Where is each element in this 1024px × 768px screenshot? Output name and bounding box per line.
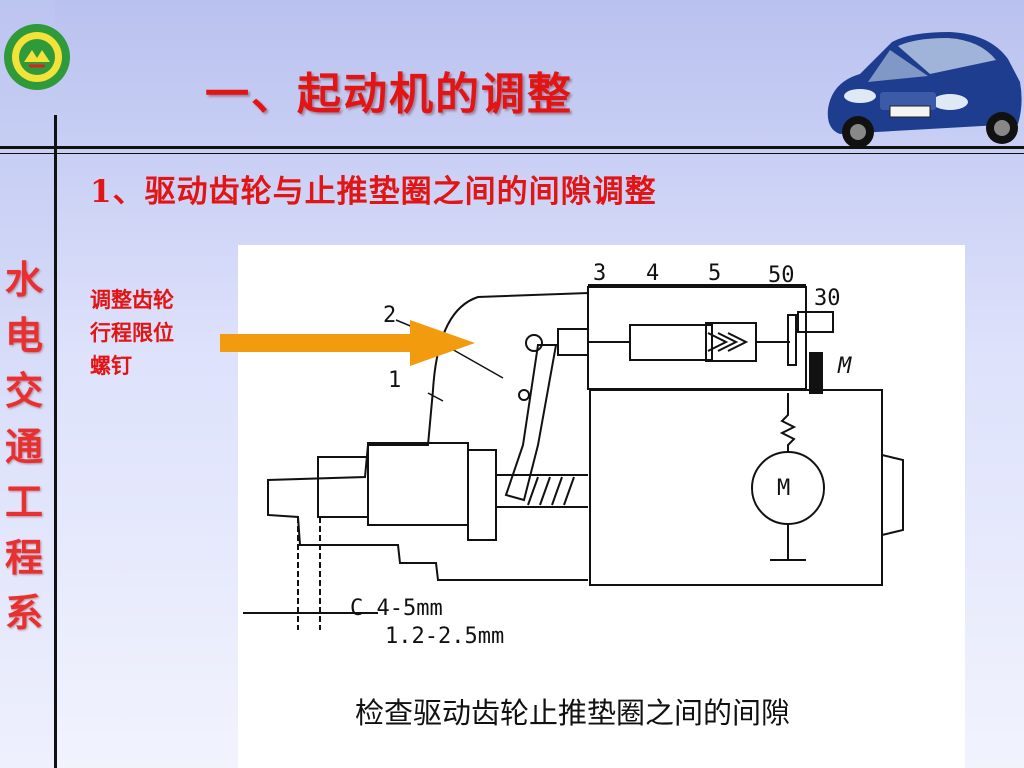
side-band	[0, 0, 55, 768]
plunger	[629, 324, 713, 361]
terminal-label-50: 50	[768, 263, 795, 288]
side-char: 通	[4, 423, 43, 469]
car-photo-icon	[827, 32, 1022, 148]
terminal-label-30: 30	[814, 286, 841, 311]
orange-arrow-icon	[220, 320, 475, 366]
side-char: 交	[4, 368, 43, 413]
lever-pin	[525, 334, 543, 352]
terminal-label-m: M	[837, 354, 852, 379]
shift-lever	[504, 344, 558, 502]
diagram-caption: 检查驱动齿轮止推垫圈之间的间隙	[355, 696, 791, 730]
armature-shaft	[496, 474, 588, 508]
part-label-5: 5	[708, 261, 721, 286]
header-rule	[0, 146, 1024, 149]
part-label-4: 4	[646, 261, 659, 286]
shaft-splines	[527, 476, 575, 506]
department-vertical-label: 水 电 交 通 工 程 系	[2, 252, 46, 641]
dimension-label-2: 1.2-2.5mm	[385, 624, 504, 649]
spring-coils	[707, 332, 749, 352]
part-label-1: 1	[388, 368, 401, 393]
starter-diagram-svg: 1 2 3 4 5 50 30 M M C 4-5mm 1.2-2.5mm	[243, 261, 904, 649]
adjust-screw	[557, 328, 589, 356]
motor-end-cap	[881, 454, 904, 536]
side-char: 水	[4, 257, 43, 302]
part-label-3: 3	[593, 261, 606, 286]
motor-label: M	[777, 476, 790, 501]
callout-line: 调整齿轮	[90, 288, 174, 312]
motor-body	[589, 389, 883, 586]
page-title: 一、起动机的调整	[205, 69, 573, 120]
front-housing-outline	[267, 389, 588, 581]
starter-diagram: 1 2 3 4 5 50 30 M M C 4-5mm 1.2-2.5mm	[238, 245, 965, 768]
dimension-label-1: C 4-5mm	[350, 596, 443, 621]
adjust-screw-callout: 调整齿轮 行程限位 螺钉	[90, 284, 215, 383]
terminal-30	[797, 311, 834, 333]
page-subtitle: 1、驱动齿轮与止推垫圈之间的间隙调整	[90, 174, 657, 210]
spring-5	[705, 322, 757, 362]
school-logo-icon	[4, 24, 70, 90]
drive-pinion	[367, 442, 469, 526]
header-rule-thin	[0, 153, 1024, 154]
pinion-gear	[317, 456, 369, 518]
side-char: 系	[4, 590, 43, 635]
callout-line: 螺钉	[90, 354, 132, 378]
side-char: 电	[4, 312, 43, 358]
lever-pivot	[518, 389, 530, 401]
overrunning-clutch	[467, 449, 497, 541]
side-char: 工	[4, 479, 43, 524]
part-label-2: 2	[383, 303, 396, 328]
side-char: 程	[4, 534, 43, 580]
vertical-rule	[54, 115, 57, 768]
solenoid-body	[587, 286, 807, 390]
contact-disc	[787, 314, 797, 366]
terminal-m	[809, 352, 823, 394]
housing-outline	[432, 291, 589, 391]
callout-line: 行程限位	[90, 321, 174, 345]
field-coil	[779, 393, 797, 452]
leader-1	[427, 392, 444, 402]
